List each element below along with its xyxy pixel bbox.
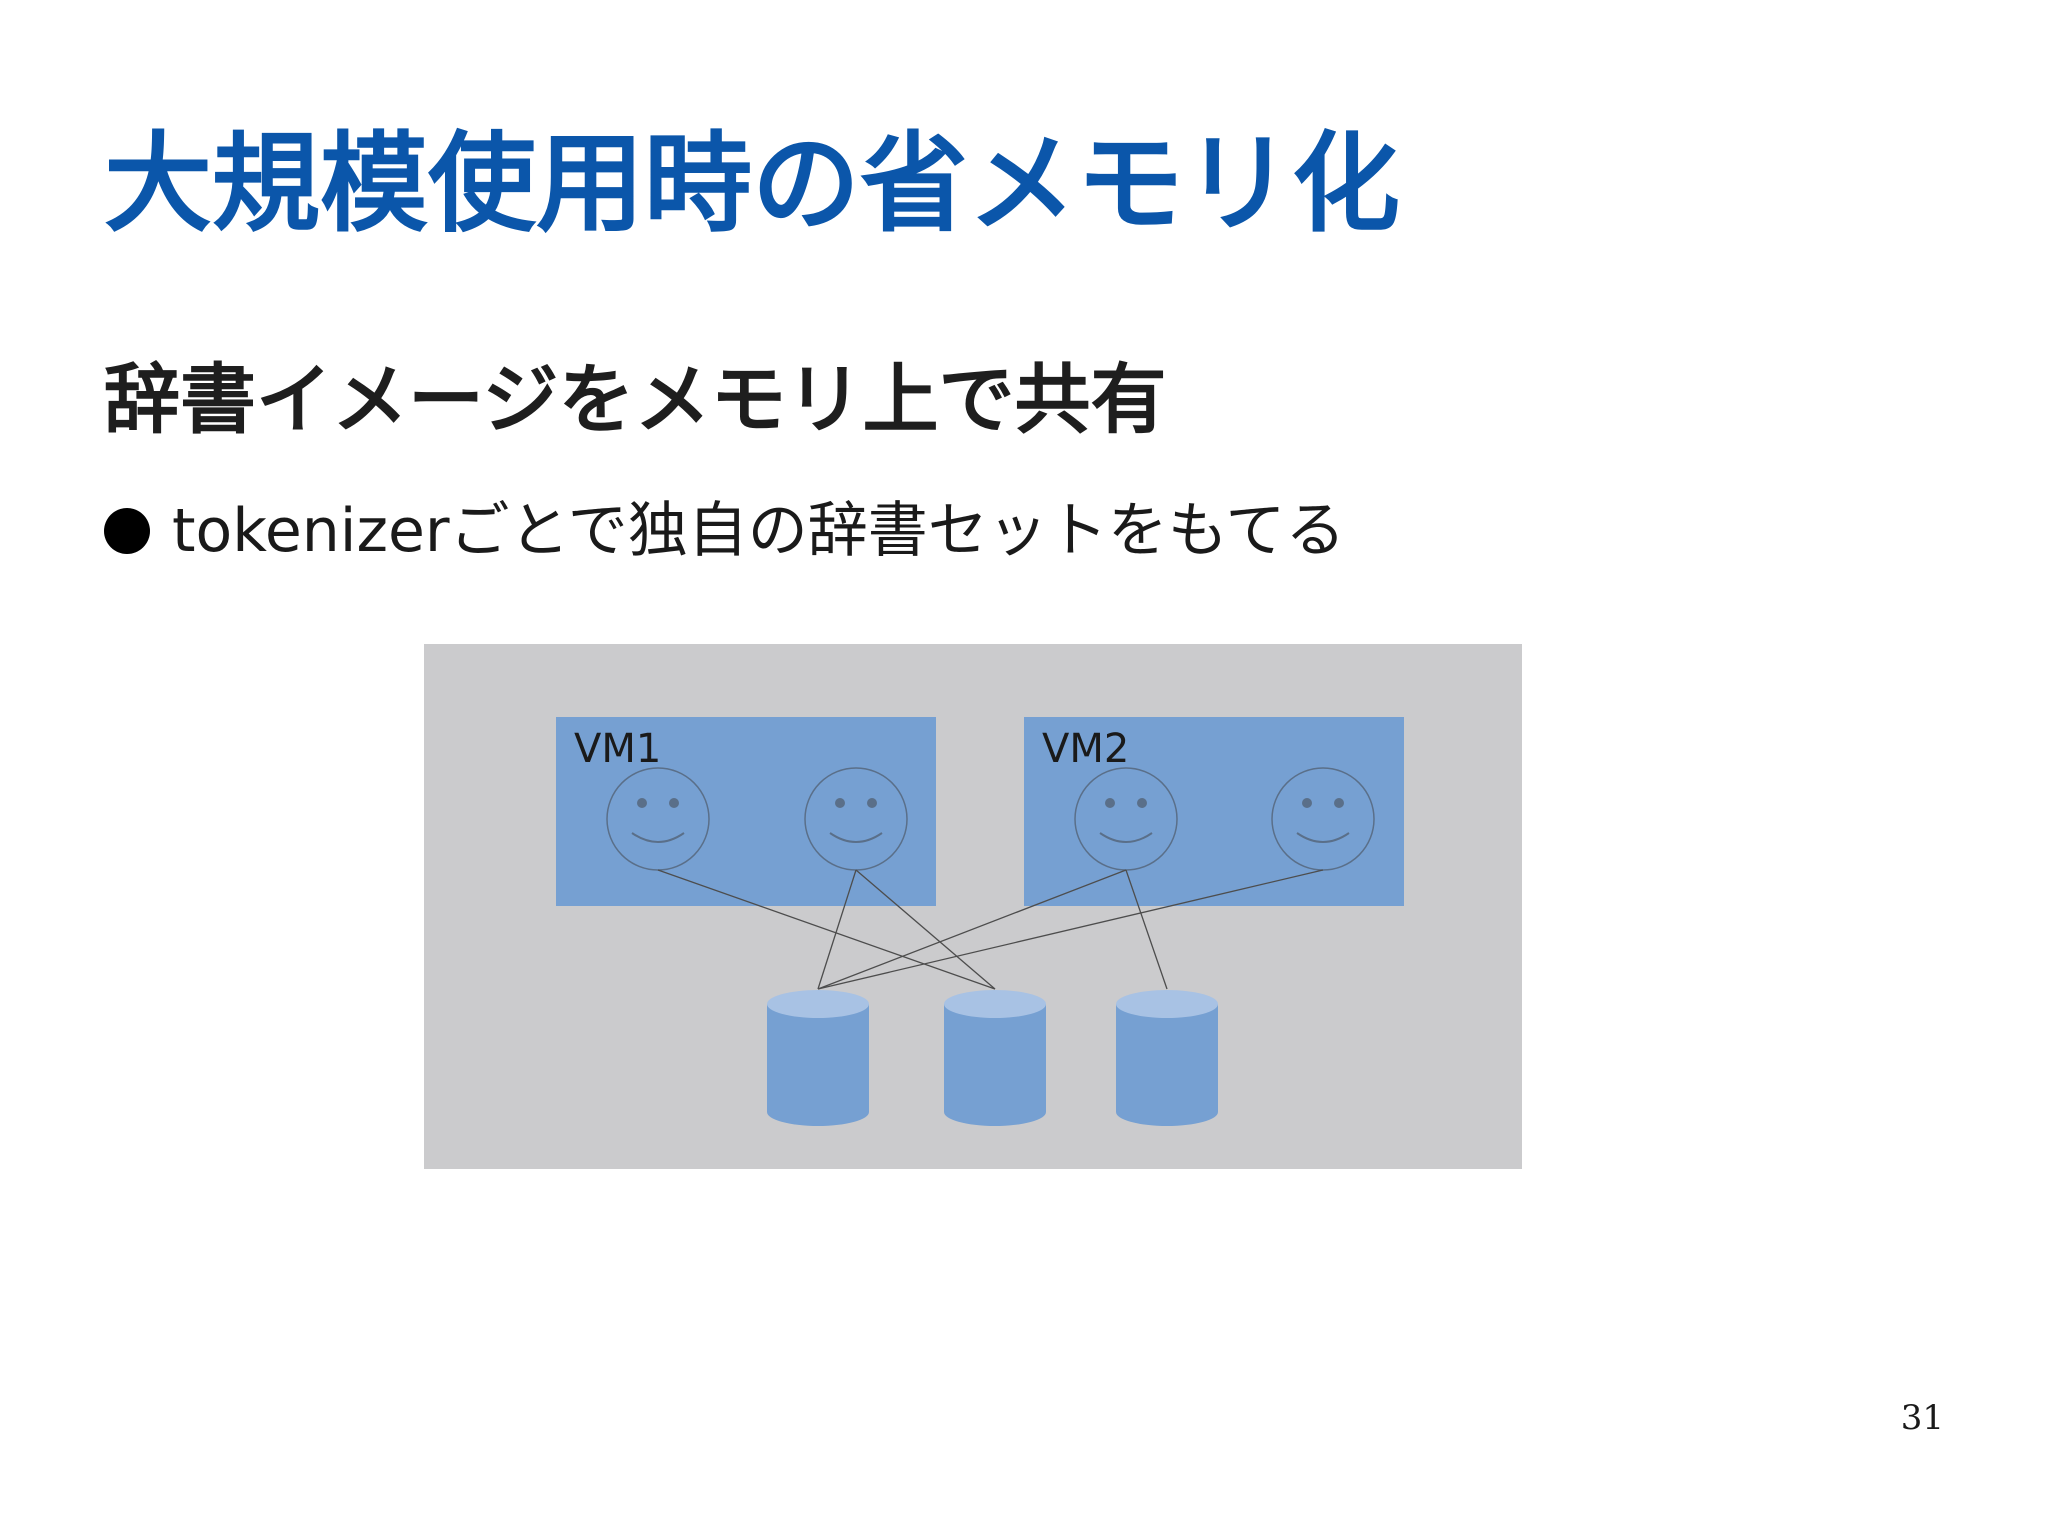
bullet-text: tokenizerごとで独自の辞書セットをもてる bbox=[172, 496, 1346, 566]
bullet-dot-icon bbox=[104, 508, 150, 554]
slide-subtitle: 辞書イメージをメモリ上で共有 bbox=[104, 355, 1167, 444]
user-face-icon bbox=[804, 767, 908, 871]
user-face-icon bbox=[1074, 767, 1178, 871]
vm-label-2: VM2 bbox=[1042, 726, 1129, 772]
user-face-icon bbox=[1271, 767, 1375, 871]
user-face-icon bbox=[606, 767, 710, 871]
slide-title: 大規模使用時の省メモリ化 bbox=[104, 122, 1401, 247]
database-icon bbox=[1116, 990, 1218, 1126]
bullet-item: tokenizerごとで独自の辞書セットをもてる bbox=[104, 493, 1345, 569]
database-icon bbox=[944, 990, 1046, 1126]
shared-dictionary-diagram: VM1 VM2 bbox=[424, 644, 1522, 1169]
page-number: 31 bbox=[1900, 1398, 1944, 1438]
connector-lines bbox=[657, 869, 1324, 990]
database-icon bbox=[767, 990, 869, 1126]
vm-label-1: VM1 bbox=[574, 726, 661, 772]
